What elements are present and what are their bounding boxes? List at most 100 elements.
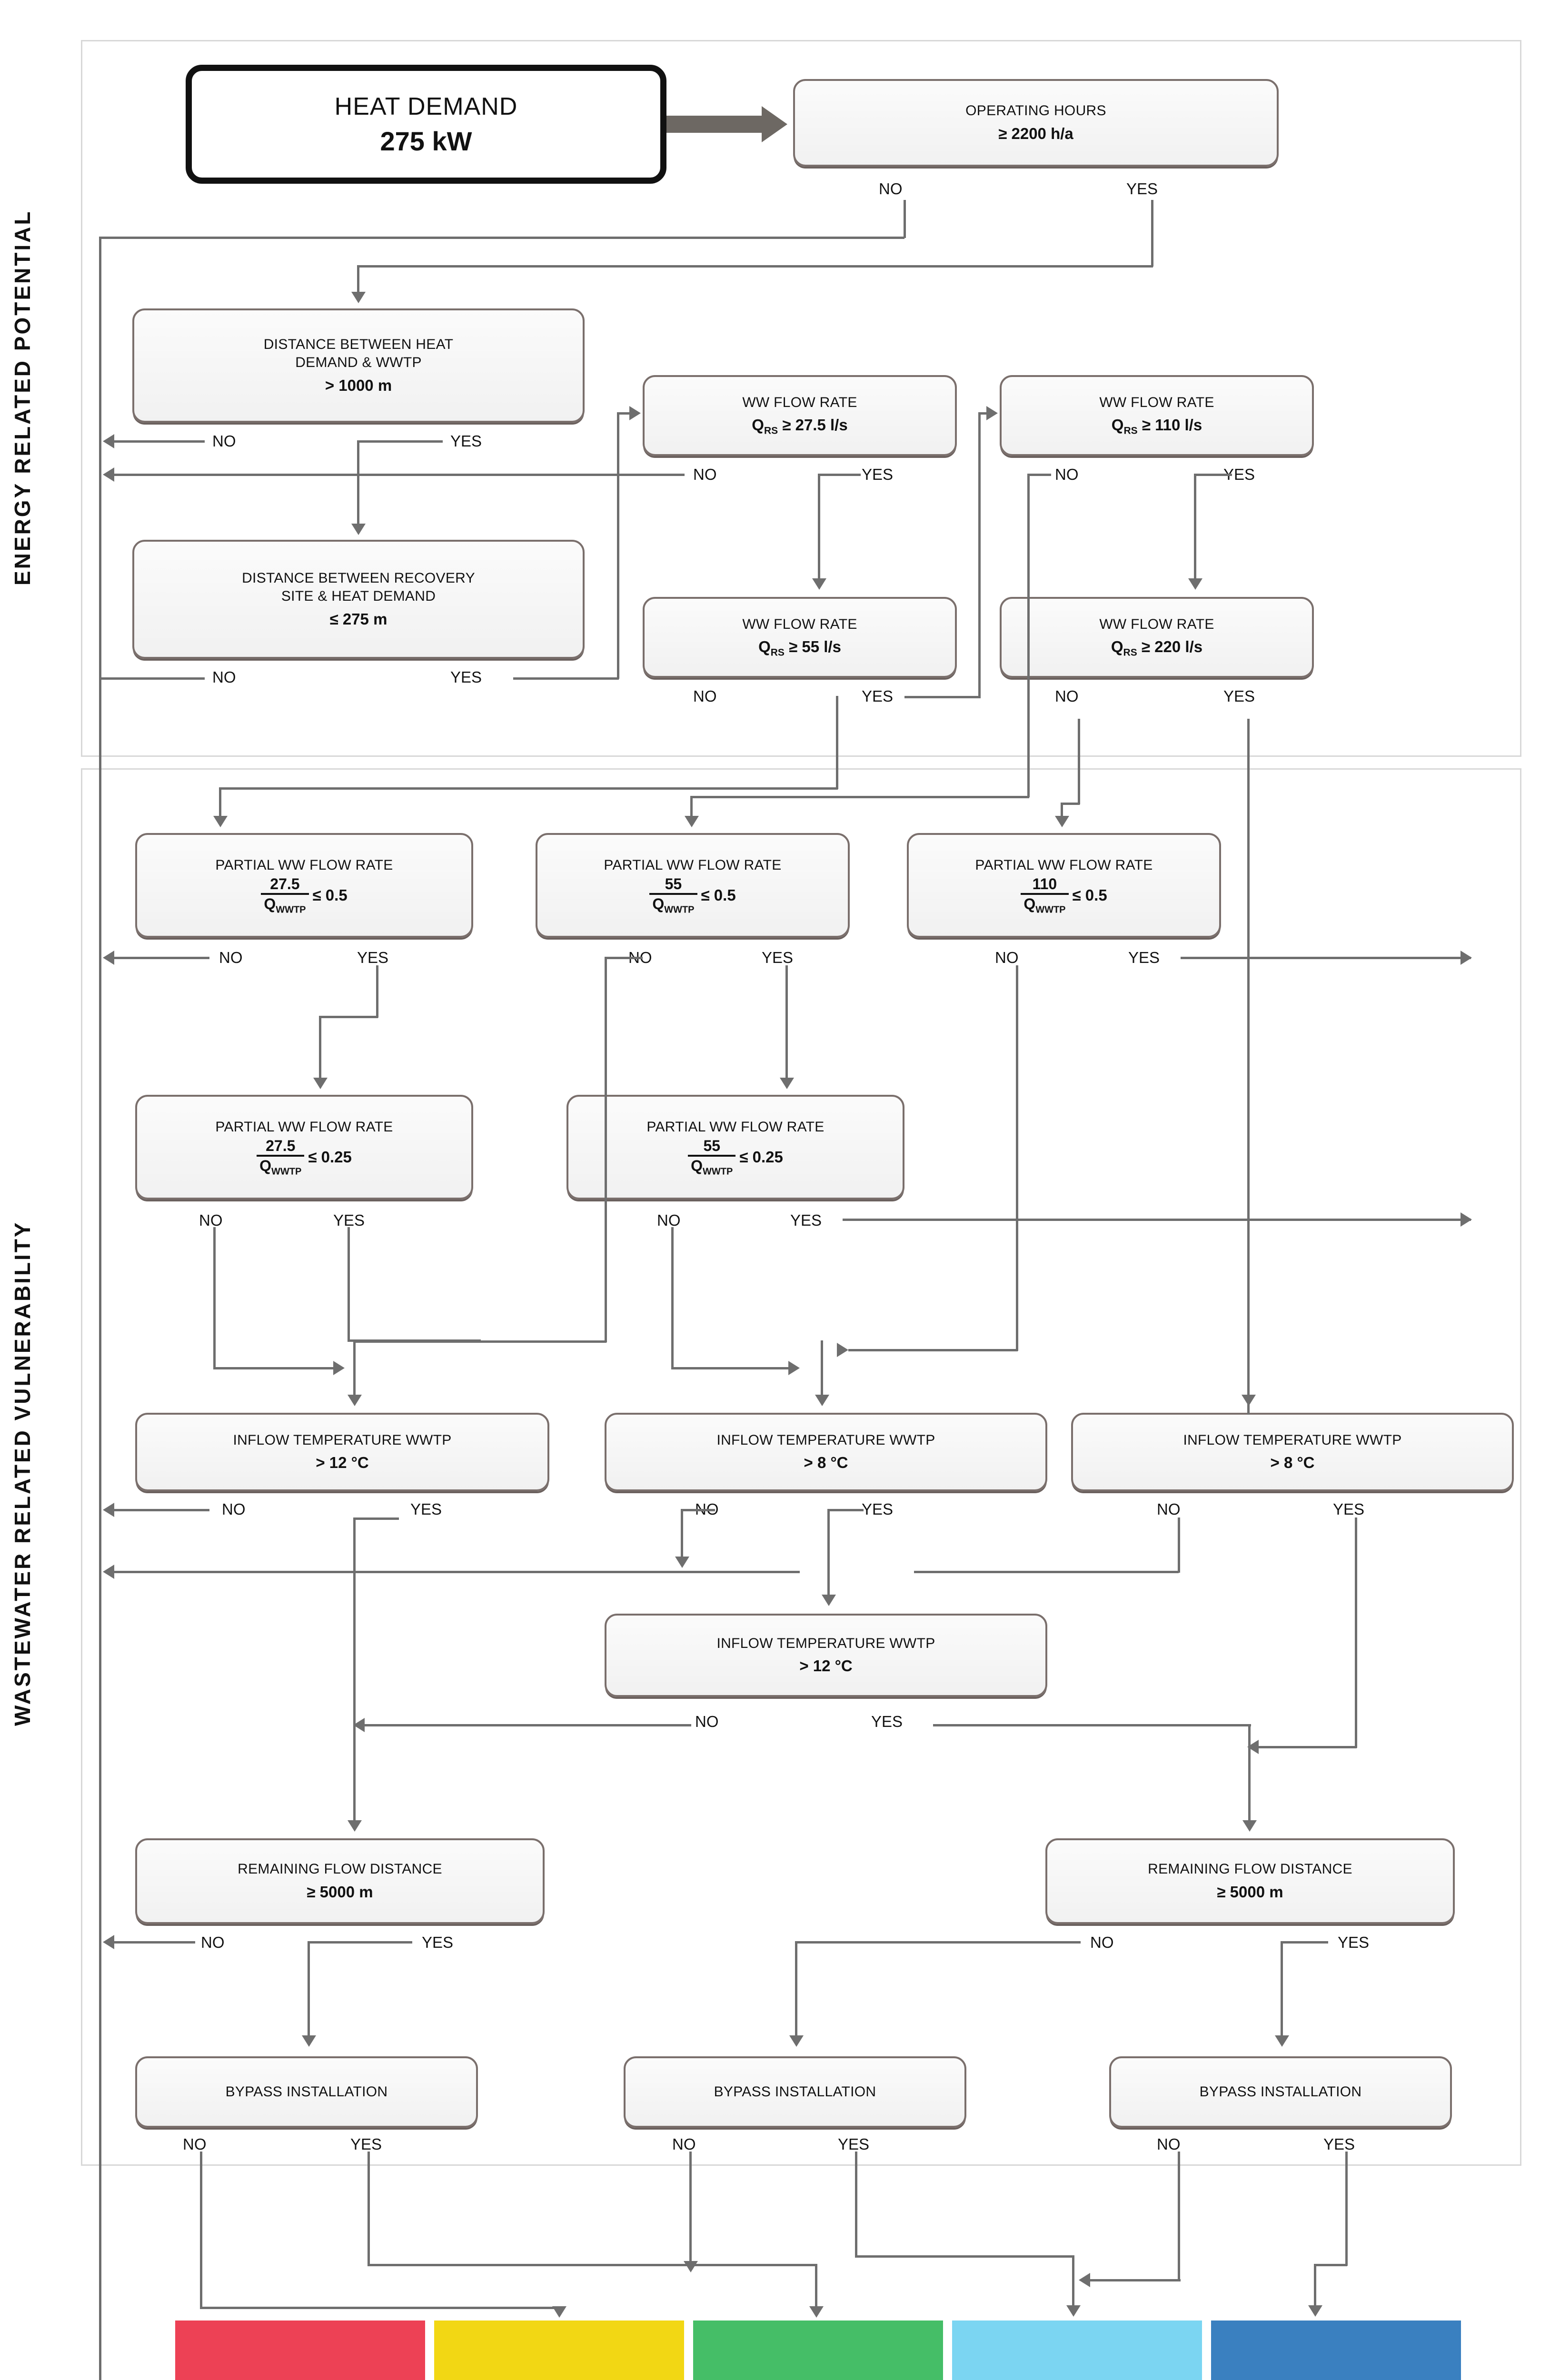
node-distance-site-demand[interactable]: DISTANCE BETWEEN RECOVERY SITE & HEAT DE…	[132, 540, 585, 659]
node-partial-55-05[interactable]: PARTIAL WW FLOW RATE 55 QWWTP ≤ 0.5	[536, 833, 850, 938]
arrow-into-flow-distance-right	[1242, 1820, 1257, 1832]
start-node-title: HEAT DEMAND	[334, 92, 518, 120]
connector-left-rail	[99, 238, 101, 2380]
connector-ww110-yes-v	[1194, 474, 1196, 579]
node-ww-flow-55[interactable]: WW FLOW RATE QRS ≥ 55 l/s	[643, 597, 957, 678]
connector-dsd-yes-v	[617, 412, 619, 679]
node-flow-distance-left[interactable]: REMAINING FLOW DISTANCE ≥ 5000 m	[135, 1838, 545, 1924]
node-ww-flow-27-5-title: WW FLOW RATE	[742, 394, 857, 410]
connector-ddw-no-left	[114, 440, 205, 443]
result-most-suitable[interactable]: most suitable	[1211, 2320, 1461, 2380]
arrow-p11005-no-merge	[837, 1343, 848, 1357]
section-caption-wastewater: WASTEWATER RELATED VULNERABILITY	[10, 1220, 35, 1726]
node-bypass-3[interactable]: BYPASS INSTALLATION	[1109, 2056, 1452, 2128]
connector-it8m-no-h	[681, 1509, 715, 1511]
connector-it8m-yes-h	[827, 1509, 864, 1511]
connector-fdr-yes-h	[1281, 1941, 1328, 1944]
label-no-flow-distance-left: NO	[201, 1934, 225, 1951]
label-no-partial-27-5-05: NO	[219, 949, 243, 966]
connector-op-yes-into-node	[357, 265, 359, 293]
label-yes-inflow-12-left: YES	[410, 1500, 442, 1518]
label-no-operating-hours: NO	[879, 180, 903, 198]
node-partial-27-5-05[interactable]: PARTIAL WW FLOW RATE 27.5 QWWTP ≤ 0.5	[135, 833, 473, 938]
label-yes-bypass-2: YES	[838, 2135, 870, 2153]
node-partial-55-025[interactable]: PARTIAL WW FLOW RATE 55 QWWTP ≤ 0.25	[566, 1095, 904, 1200]
connector-p2705-no-h	[114, 957, 209, 959]
label-yes-partial-55-05: YES	[762, 949, 794, 966]
node-distance-site-demand-value: ≤ 275 m	[329, 610, 388, 628]
connector-op-yes-down	[1151, 200, 1153, 267]
label-no-inflow-12-center: NO	[695, 1713, 719, 1730]
label-yes-partial-110-05: YES	[1128, 949, 1160, 966]
node-partial-27-5-025-title: PARTIAL WW FLOW RATE	[215, 1119, 393, 1135]
result-less-suitable[interactable]: less suitable	[434, 2320, 684, 2380]
node-inflow-temp-8-right[interactable]: INFLOW TEMPERATURE WWTP > 8 °C	[1071, 1413, 1514, 1491]
node-distance-demand-wwtp[interactable]: DISTANCE BETWEEN HEAT DEMAND & WWTP > 10…	[132, 308, 585, 423]
node-inflow-temp-8-middle[interactable]: INFLOW TEMPERATURE WWTP > 8 °C	[605, 1413, 1047, 1491]
result-suitable[interactable]: suitable	[693, 2320, 943, 2380]
node-ww-flow-110[interactable]: WW FLOW RATE QRS ≥ 110 l/s	[1000, 375, 1314, 456]
node-inflow-temp-12-left-title: INFLOW TEMPERATURE WWTP	[233, 1432, 452, 1448]
connector-op-no-left	[99, 237, 904, 239]
label-yes-ww-220: YES	[1223, 687, 1255, 705]
label-no-bypass-1: NO	[183, 2135, 207, 2153]
node-inflow-temp-8-right-title: INFLOW TEMPERATURE WWTP	[1183, 1432, 1402, 1448]
node-bypass-1[interactable]: BYPASS INSTALLATION	[135, 2056, 478, 2128]
label-yes-ww-27-5: YES	[862, 466, 894, 483]
arrow-into-partial-110-05	[1055, 816, 1069, 827]
connector-p2705-yes-h	[319, 1016, 378, 1018]
node-ww-flow-55-title: WW FLOW RATE	[742, 616, 857, 632]
node-flow-distance-right-title: REMAINING FLOW DISTANCE	[1148, 1861, 1352, 1877]
connector-p11005-no-v	[1016, 965, 1018, 1351]
node-ww-flow-55-value: QRS ≥ 55 l/s	[758, 637, 841, 658]
connector-fdr-yes-v	[1281, 1941, 1283, 2036]
fraction-bar	[257, 1155, 305, 1157]
arrow-p2705-no-to-rail	[103, 951, 114, 965]
connector-p5505-no-v	[605, 957, 607, 1342]
connector-b3-no-h	[1090, 2279, 1181, 2281]
connector-b1-no-h	[200, 2307, 557, 2309]
node-bypass-2[interactable]: BYPASS INSTALLATION	[624, 2056, 966, 2128]
connector-it12l-yes-tick	[353, 1517, 399, 1520]
start-node-heat-demand[interactable]: HEAT DEMAND 275 kW	[186, 65, 666, 184]
fraction-27-5-over-qwwtp: 27.5 QWWTP	[261, 876, 309, 914]
connector-fdl-yes-v	[308, 1941, 310, 2036]
fraction-bar	[649, 893, 697, 895]
connector-ww110-yes-h	[1194, 474, 1232, 476]
connector-b2-no-v	[689, 2152, 692, 2265]
label-no-inflow-12-left: NO	[222, 1500, 246, 1518]
label-no-partial-27-5-025: NO	[199, 1211, 223, 1229]
arrow-p55025-no-merge	[788, 1361, 800, 1375]
node-inflow-temp-12-center[interactable]: INFLOW TEMPERATURE WWTP > 12 °C	[605, 1614, 1047, 1697]
connector-b3-no-v	[1178, 2152, 1180, 2281]
arrow-it12c-no-left	[353, 1718, 365, 1732]
node-bypass-1-title: BYPASS INSTALLATION	[225, 2083, 388, 2100]
connector-it8m-no-v	[681, 1509, 683, 1561]
fraction-bar	[688, 1155, 736, 1157]
connector-b2-merge-v	[815, 2264, 817, 2310]
result-very-suitable[interactable]: very suitable	[952, 2320, 1202, 2380]
connector-it8r-yes-v	[1355, 1517, 1357, 1748]
arrow-into-very-suitable	[1066, 2305, 1081, 2317]
node-inflow-temp-12-left[interactable]: INFLOW TEMPERATURE WWTP > 12 °C	[135, 1413, 549, 1491]
node-partial-27-5-025[interactable]: PARTIAL WW FLOW RATE 27.5 QWWTP ≤ 0.25	[135, 1095, 473, 1200]
node-flow-distance-right[interactable]: REMAINING FLOW DISTANCE ≥ 5000 m	[1045, 1838, 1455, 1924]
node-ww-flow-27-5[interactable]: WW FLOW RATE QRS ≥ 27.5 l/s	[643, 375, 957, 456]
label-no-bypass-3: NO	[1157, 2135, 1181, 2153]
node-partial-110-05-cmp: ≤ 0.5	[1072, 886, 1107, 904]
node-partial-55-05-title: PARTIAL WW FLOW RATE	[604, 857, 782, 873]
node-partial-110-05[interactable]: PARTIAL WW FLOW RATE 110 QWWTP ≤ 0.5	[907, 833, 1221, 938]
arrow-p55025-yes-right	[1461, 1212, 1472, 1227]
arrow-into-partial-55-05	[685, 816, 699, 827]
node-operating-hours-value: ≥ 2200 h/a	[998, 124, 1073, 142]
node-ww-flow-220[interactable]: WW FLOW RATE QRS ≥ 220 l/s	[1000, 597, 1314, 678]
result-not-suitable[interactable]: not suitable	[175, 2320, 425, 2380]
node-partial-27-5-025-cmp: ≤ 0.25	[308, 1148, 352, 1166]
label-no-dist-site-demand: NO	[212, 668, 236, 686]
section-caption-energy: ENERGY RELATED POTENTIAL	[10, 209, 35, 585]
arrow-into-suitable	[809, 2306, 824, 2318]
node-operating-hours[interactable]: OPERATING HOURS ≥ 2200 h/a	[793, 79, 1279, 167]
connector-fdl-yes-h	[308, 1941, 412, 1944]
label-no-ww-27-5: NO	[693, 466, 717, 483]
